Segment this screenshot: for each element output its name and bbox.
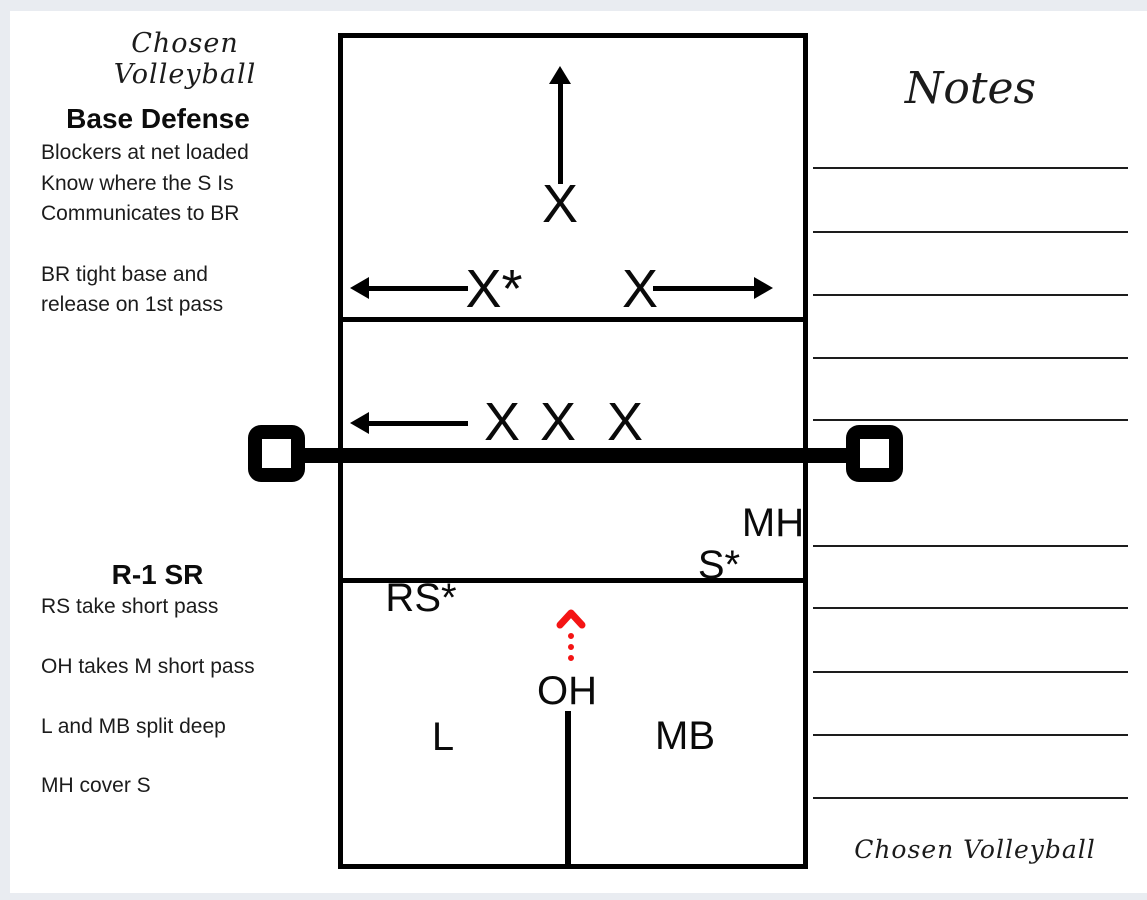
- net-left-arrow-shaft: [367, 421, 468, 426]
- r1-sr-item: OH takes M short pass: [41, 655, 255, 678]
- r1-sr-item: RS take short pass: [41, 595, 219, 618]
- red-dotted-arrow-up-icon: [556, 609, 586, 671]
- mark-libero: L: [431, 715, 455, 759]
- net-post-left: [248, 425, 305, 482]
- notes-ruled-line: [813, 797, 1128, 799]
- notes-ruled-line: [813, 545, 1128, 547]
- up-arrow-icon: [549, 66, 571, 84]
- split-deep-line: [565, 711, 571, 869]
- mark-opponent-back: X: [541, 174, 579, 234]
- left-arrow-icon: [350, 277, 369, 299]
- attack-line-bottom: [338, 578, 808, 583]
- base-defense-line: BR tight base and: [41, 263, 208, 286]
- base-defense-line: Communicates to BR: [41, 202, 240, 225]
- right-arrow-shaft: [653, 286, 755, 291]
- attack-line-top: [338, 317, 808, 322]
- mark-mb: MB: [655, 714, 715, 758]
- r1-sr-title: R-1 SR: [111, 559, 204, 590]
- net-post-right: [846, 425, 903, 482]
- brand-script-bottom: Chosen Volleyball: [854, 835, 1096, 864]
- mark-oh: OH: [537, 669, 597, 713]
- base-defense-line: Know where the S Is: [41, 172, 234, 195]
- mark-opponent-front-right: X: [621, 259, 659, 319]
- notes-ruled-line: [813, 734, 1128, 736]
- mark-opponent-front-left: X*: [465, 259, 523, 319]
- mark-blocker-3: X: [606, 392, 644, 452]
- notes-ruled-line: [813, 294, 1128, 296]
- r1-sr-item: MH cover S: [41, 774, 151, 797]
- mark-rs: RS*: [385, 576, 457, 620]
- right-arrow-icon: [754, 277, 773, 299]
- notes-title: Notes: [904, 63, 1037, 114]
- notes-ruled-line: [813, 231, 1128, 233]
- notes-ruled-line: [813, 167, 1128, 169]
- base-defense-title: Base Defense: [66, 103, 250, 134]
- mark-blocker-1: X: [483, 392, 521, 452]
- left-arrow-shaft: [367, 286, 468, 291]
- r1-sr-item: L and MB split deep: [41, 715, 226, 738]
- mark-blocker-2: X: [539, 392, 577, 452]
- brand-script-top: Chosen Volleyball: [113, 28, 257, 90]
- net-line: [300, 448, 850, 463]
- base-defense-line: Blockers at net loaded: [41, 141, 249, 164]
- notes-ruled-line: [813, 357, 1128, 359]
- notes-ruled-line: [813, 419, 1128, 421]
- base-defense-line: release on 1st pass: [41, 293, 224, 316]
- net-left-arrow-icon: [350, 412, 369, 434]
- mark-setter: S*: [697, 543, 741, 587]
- mark-mh: MH: [741, 501, 805, 545]
- notes-ruled-line: [813, 671, 1128, 673]
- up-arrow-shaft: [558, 83, 563, 184]
- notes-ruled-line: [813, 607, 1128, 609]
